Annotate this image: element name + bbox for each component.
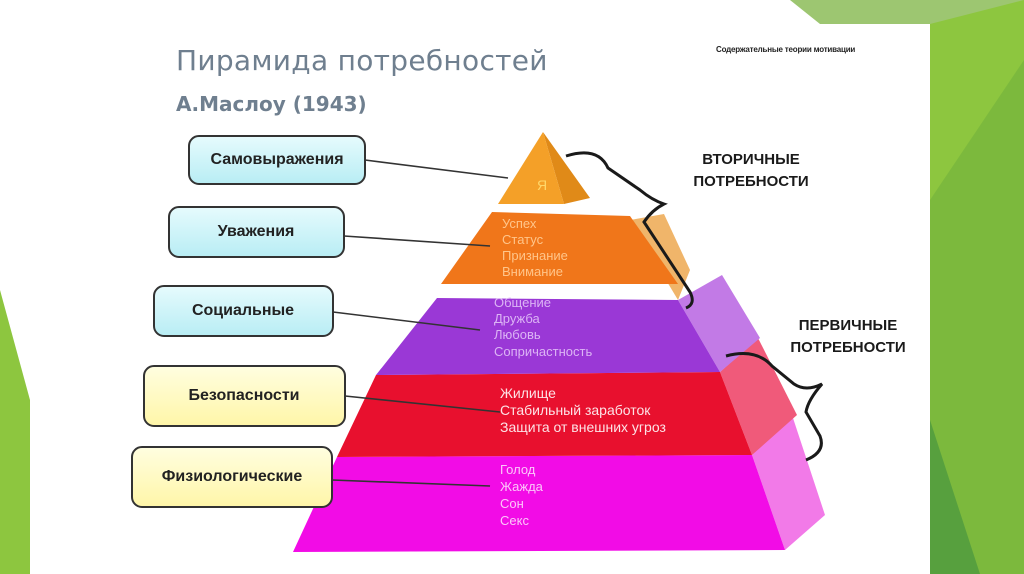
level-label-physiological: Физиологические [161,468,303,485]
pyramid-level-self-actualization-front [498,132,564,204]
secondary-needs-brace [565,151,694,310]
pyramid-item-text: Статус [502,232,544,247]
pyramid-item-text: Успех [502,216,537,231]
pyramid-level-safety-side [720,338,797,455]
pyramid-level-physiological-front [293,455,785,552]
connector-line [343,235,491,247]
pyramid-item-text: Жилище [500,385,556,401]
pyramid-item-text: Жажда [500,479,544,494]
left-green-triangle [0,290,30,574]
primary-needs-label: ПОТРЕБНОСТИ [790,339,905,356]
pyramid-item-text: Сопричастность [494,344,592,359]
pyramid-item-text: Защита от внешних угроз [500,419,666,435]
label-box-esteem [168,206,345,258]
pyramid-item-text: Общение [494,295,551,310]
level-label-self-actualization: Самовыражения [210,151,344,168]
pyramid-level-self-actualization-side [543,132,590,204]
primary-needs-label: ПЕРВИЧНЫЕ [799,317,897,334]
label-box-social [153,285,334,337]
pyramid-item-text: Стабильный заработок [500,402,651,418]
header-note: Содержательные теории мотивации [716,45,856,54]
page-title: Пирамида потребностей [176,44,548,77]
page-subtitle: А.Маслоу (1943) [176,92,367,116]
level-label-social: Социальные [191,302,295,319]
pyramid-item-text: Секс [500,513,529,528]
pyramid-level-social-front [376,298,720,375]
pyramid-item-text: Внимание [502,264,563,279]
pyramid-item-text: Сон [500,496,524,511]
pyramid-level-physiological-side [752,415,825,550]
secondary-needs-label: ПОТРЕБНОСТИ [693,173,808,190]
connector-line [332,311,481,331]
pyramid-level-esteem-front [441,212,678,284]
pyramid-level-social-side [678,275,760,372]
pyramid-item-text: Голод [500,462,536,477]
connector-line [364,159,509,179]
secondary-needs-label: ВТОРИЧНЫЕ [702,151,800,168]
label-box-safety [143,365,346,427]
pyramid-item-text: Любовь [494,327,541,342]
pyramid-level-esteem-side [630,214,690,300]
pyramid-item-text: Дружба [494,311,541,326]
connector-line [344,395,501,413]
pyramid-item-text: Признание [502,248,568,263]
level-label-safety: Безопасности [188,387,300,404]
primary-needs-brace [725,352,824,462]
pyramid-level-safety-front [337,372,752,457]
connector-line [331,479,491,487]
level-label-esteem: Уважения [217,223,295,240]
right-green-accent [930,420,980,574]
pyramid-item-text: Я [537,177,547,193]
label-box-physiological [131,446,333,508]
right-green-shape-dark [930,60,1024,574]
label-box-self-actualization [188,135,366,185]
